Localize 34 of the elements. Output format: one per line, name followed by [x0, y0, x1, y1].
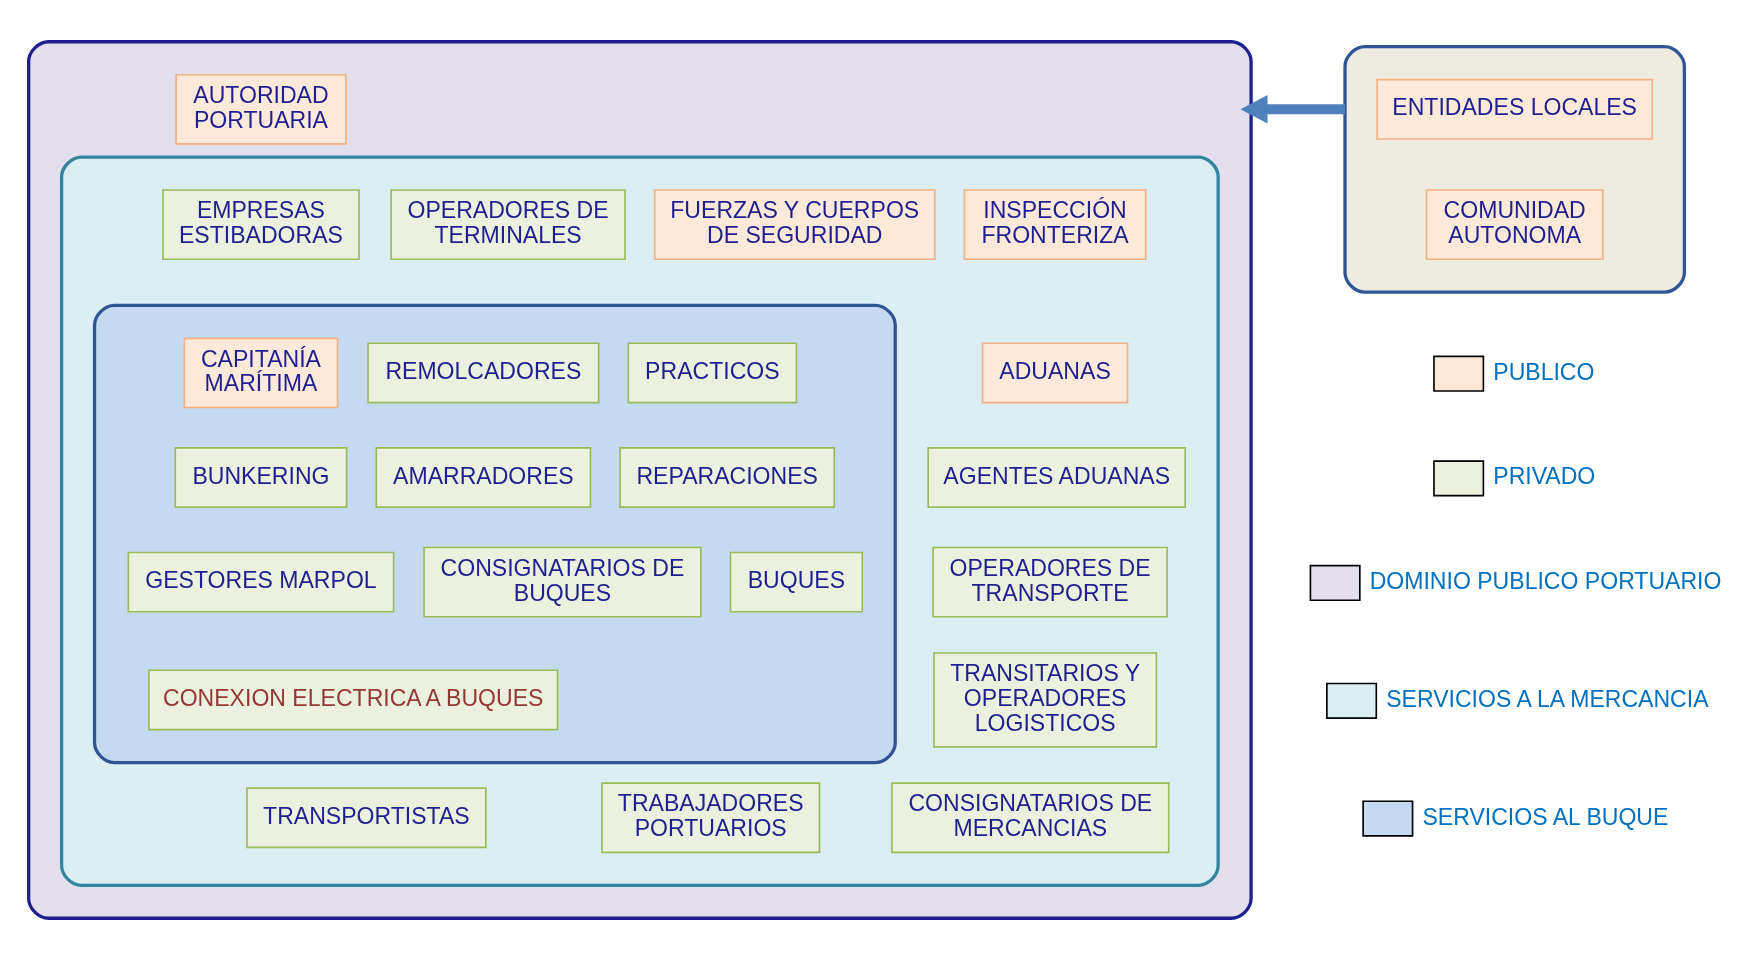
node-box: BUNKERING — [174, 447, 348, 508]
node-box: OPERADORES DE TERMINALES — [390, 189, 626, 261]
node-box: GESTORES MARPOL — [127, 551, 395, 613]
node-box: REMOLCADORES — [367, 342, 600, 404]
node-box: AMARRADORES — [375, 447, 592, 508]
legend-label: PRIVADO — [1493, 463, 1596, 490]
legend-label: SERVICIOS AL BUQUE — [1422, 803, 1669, 830]
node-box: BUQUES — [729, 551, 864, 613]
node-box: OPERADORES DE TRANSPORTE — [932, 546, 1168, 618]
cluster — [59, 155, 1220, 887]
node-box: CAPITANÍA MARÍTIMA — [183, 337, 339, 409]
legend-label: SERVICIOS A LA MERCANCIA — [1386, 685, 1709, 712]
node-box: ENTIDADES LOCALES — [1376, 78, 1654, 140]
cluster — [92, 303, 897, 765]
node-box: CONSIGNATARIOS DE BUQUES — [423, 546, 702, 618]
node-box: ADUANAS — [981, 342, 1129, 404]
cluster — [27, 40, 1253, 920]
node-box: REPARACIONES — [619, 447, 836, 508]
node-box: AGENTES ADUANAS — [927, 447, 1187, 508]
legend-label: DOMINIO PUBLICO PORTUARIO — [1369, 568, 1722, 595]
node-box: PRACTICOS — [627, 342, 798, 404]
node-box: AUTORIDAD PORTUARIA — [175, 73, 347, 145]
cluster — [1343, 45, 1687, 294]
node-box: EMPRESAS ESTIBADORAS — [162, 189, 360, 261]
node-box: COMUNIDAD AUTONOMA — [1425, 189, 1604, 261]
node-box: CONSIGNATARIOS DE MERCANCIAS — [891, 782, 1170, 854]
legend-label: PUBLICO — [1493, 358, 1595, 385]
node-box: INSPECCIÓN FRONTERIZA — [963, 189, 1147, 261]
node-box: TRANSPORTISTAS — [246, 787, 487, 849]
node-box: CONEXION ELECTRICA A BUQUES — [148, 669, 559, 731]
node-box: TRABAJADORES PORTUARIOS — [601, 782, 821, 854]
arrow — [1240, 95, 1345, 124]
node-box: FUERZAS Y CUERPOS DE SEGURIDAD — [653, 189, 936, 261]
node-box: TRANSITARIOS Y OPERADORES LOGISTICOS — [933, 652, 1158, 748]
